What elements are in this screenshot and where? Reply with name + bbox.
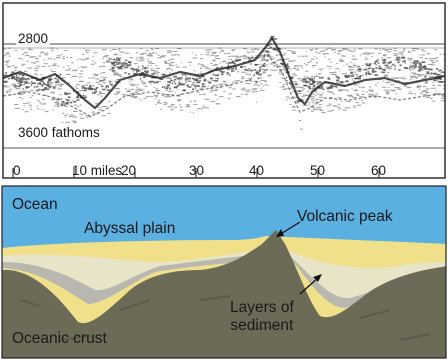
depth-bottom-label: 3600 fathoms [16,126,102,140]
distance-tick-label: 60 [371,164,386,178]
sediment-label: Layers of sediment [230,299,294,335]
sonar-background [3,3,445,178]
distance-tick-label: 50 [310,164,325,178]
sonar-profile-panel [3,3,448,178]
oceanic-crust-label: Oceanic crust [12,331,107,347]
volcanic-peak-label: Volcanic peak [297,209,393,225]
distance-tick-label: 40 [249,164,264,178]
distance-tick-label: 30 [189,164,204,178]
depth-top-label: 2800 [16,32,50,46]
distance-tick-label: 0 [13,164,21,178]
distance-tick-label: 10 miles [72,164,122,178]
ocean-label: Ocean [12,197,58,213]
distance-tick-label: 20 [121,164,136,178]
abyssal-plain-label: Abyssal plain [84,221,175,237]
